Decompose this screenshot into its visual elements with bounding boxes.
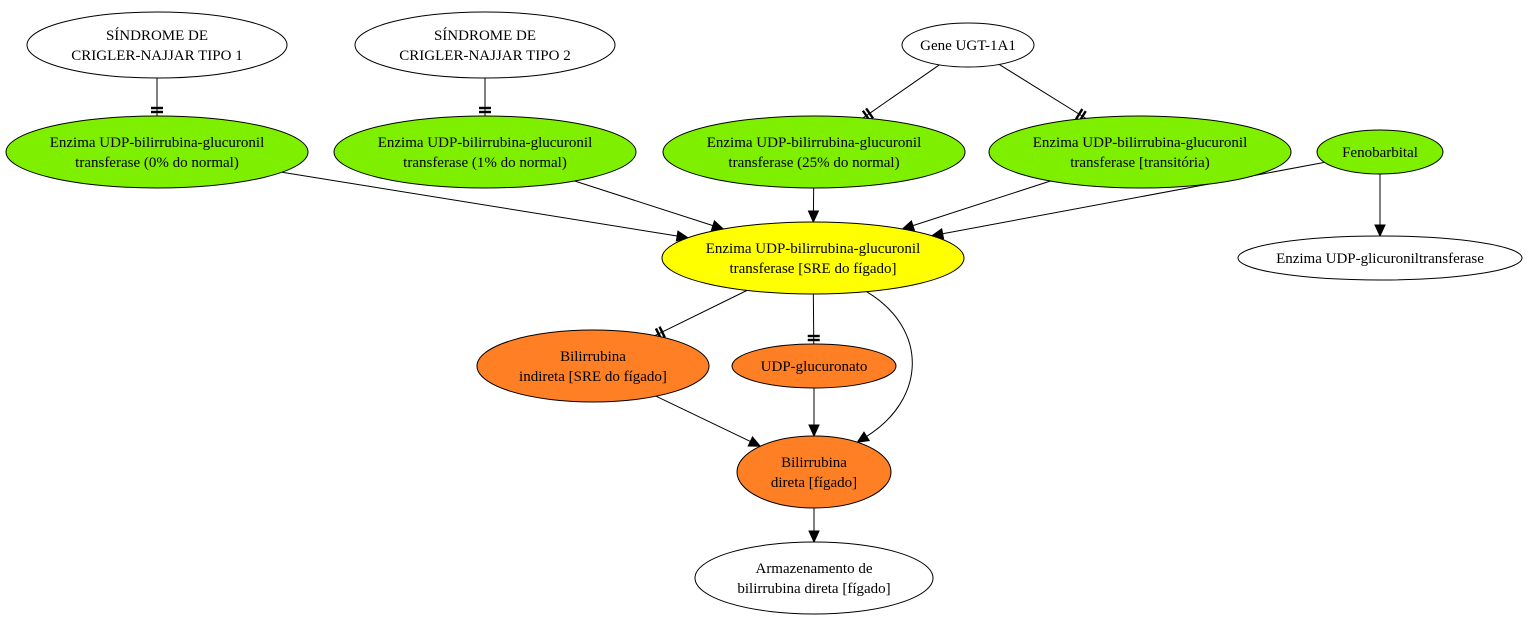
node-shape-udpglucuronato (731, 343, 897, 389)
edges-layer (151, 63, 1386, 544)
node-enzsre: Enzima UDP-bilirrubina-glucuronil transfe… (661, 221, 965, 295)
node-bildir: Bilirrubina direta [fígado] (736, 435, 892, 509)
node-label: transferase (1% do normal) (403, 155, 567, 171)
node-label: transferase (0% do normal) (75, 155, 239, 171)
node-bilind: Bilirrubina indireta [SRE do fígado] (476, 329, 710, 403)
edge-enztrans-enzsre (901, 180, 1051, 231)
edge-udpglucuronato-bildir (808, 388, 820, 438)
node-label: Gene UGT-1A1 (920, 38, 1016, 54)
node-label: Enzima UDP-glicuroniltransferase (1276, 251, 1484, 267)
node-fenobarbital: Fenobarbital (1316, 129, 1444, 175)
edge-crigler2-enz1 (479, 78, 491, 116)
edge-enzsre-bilind (654, 289, 748, 340)
node-shape-armazenamento (694, 541, 934, 615)
node-shape-enzsre (661, 221, 965, 295)
node-label: Enzima UDP-bilirrubina-glucuronil (707, 135, 922, 151)
node-label: Fenobarbital (1342, 145, 1418, 161)
node-label: Enzima UDP-bilirrubina-glucuronil (1033, 135, 1248, 151)
edge-bildir-armazenamento (808, 508, 820, 544)
node-label: SÍNDROME DE (434, 27, 536, 44)
edge-ugt1a1-enz25 (861, 64, 940, 122)
node-label: Enzima UDP-bilirrubina-glucuronil (706, 241, 921, 257)
inhibition-bar (865, 107, 874, 119)
edge-line (866, 291, 913, 437)
edge-line (574, 180, 714, 227)
inhibition-bar (658, 326, 666, 338)
node-ugt1a1: Gene UGT-1A1 (901, 22, 1035, 68)
arrowhead (856, 431, 871, 443)
node-label: Enzima UDP-bilirrubina-glucuronil (378, 135, 593, 151)
edge-enzsre-udpglucuronato (807, 293, 820, 345)
edge-line (654, 289, 748, 337)
node-crigler2: SÍNDROME DE CRIGLER-NAJJAR TIPO 2 (354, 11, 616, 79)
node-label: Armazenamento de (755, 561, 872, 577)
node-shape-bildir (736, 435, 892, 509)
edge-line (862, 64, 940, 119)
node-label: transferase (25% do normal) (728, 155, 899, 171)
arrowhead (747, 436, 762, 447)
edge-crigler1-enz0 (151, 78, 163, 116)
node-udpglucuronato: UDP-glucuronato (731, 343, 897, 389)
edge-line (912, 180, 1051, 227)
node-enz0: Enzima UDP-bilirrubina-glucuronil transfe… (5, 115, 309, 189)
node-shape-udpglicuronil (1237, 235, 1523, 281)
node-shape-fenobarbital (1316, 129, 1444, 175)
node-label: indireta [SRE do fígado] (519, 369, 667, 385)
node-enz1: Enzima UDP-bilirrubina-glucuronil transfe… (333, 115, 637, 189)
node-shape-bilind (476, 329, 710, 403)
node-label: Bilirrubina (560, 349, 626, 365)
edge-line (942, 161, 1325, 235)
node-crigler1: SÍNDROME DE CRIGLER-NAJJAR TIPO 1 (26, 11, 288, 79)
node-label: CRIGLER-NAJJAR TIPO 2 (399, 48, 570, 64)
node-shape-ugt1a1 (901, 22, 1035, 68)
arrowhead (1374, 224, 1386, 238)
edge-ugt1a1-enztrans (998, 63, 1087, 122)
arrowhead (808, 424, 820, 438)
node-shape-enz0 (5, 115, 309, 189)
node-enz25: Enzima UDP-bilirrubina-glucuronil transfe… (662, 115, 966, 189)
node-label: bilirrubina direta [fígado] (737, 581, 890, 597)
node-shape-enztrans (988, 115, 1292, 189)
node-label: Bilirrubina (781, 455, 847, 471)
node-label: Enzima UDP-bilirrubina-glucuronil (50, 135, 265, 151)
arrowhead (808, 530, 820, 544)
node-shape-crigler2 (354, 11, 616, 79)
edge-enzsre-bildir (856, 291, 913, 443)
node-enztrans: Enzima UDP-bilirrubina-glucuronil transfe… (988, 115, 1292, 189)
node-label: CRIGLER-NAJJAR TIPO 1 (71, 48, 242, 64)
node-armazenamento: Armazenamento de bilirrubina direta [fíga… (694, 541, 934, 615)
edge-fenobarbital-udpglicuronil (1374, 174, 1386, 238)
node-label: direta [fígado] (771, 475, 857, 491)
inhibition-bar (1074, 108, 1084, 120)
edge-line (998, 63, 1087, 119)
arrowhead (807, 210, 820, 224)
edge-line (281, 171, 678, 237)
node-label: transferase [SRE do fígado] (729, 261, 896, 277)
node-label: SÍNDROME DE (106, 27, 208, 44)
edge-enz25-enzsre (807, 187, 820, 224)
node-udpglicuronil: Enzima UDP-glicuroniltransferase (1237, 235, 1523, 281)
node-label: UDP-glucuronato (761, 359, 868, 375)
edge-bilind-bildir (655, 395, 762, 447)
node-shape-crigler1 (26, 11, 288, 79)
edge-line (655, 395, 751, 442)
node-label: transferase [transitória) (1070, 155, 1210, 171)
node-shape-enz1 (333, 115, 637, 189)
node-shape-enz25 (662, 115, 966, 189)
